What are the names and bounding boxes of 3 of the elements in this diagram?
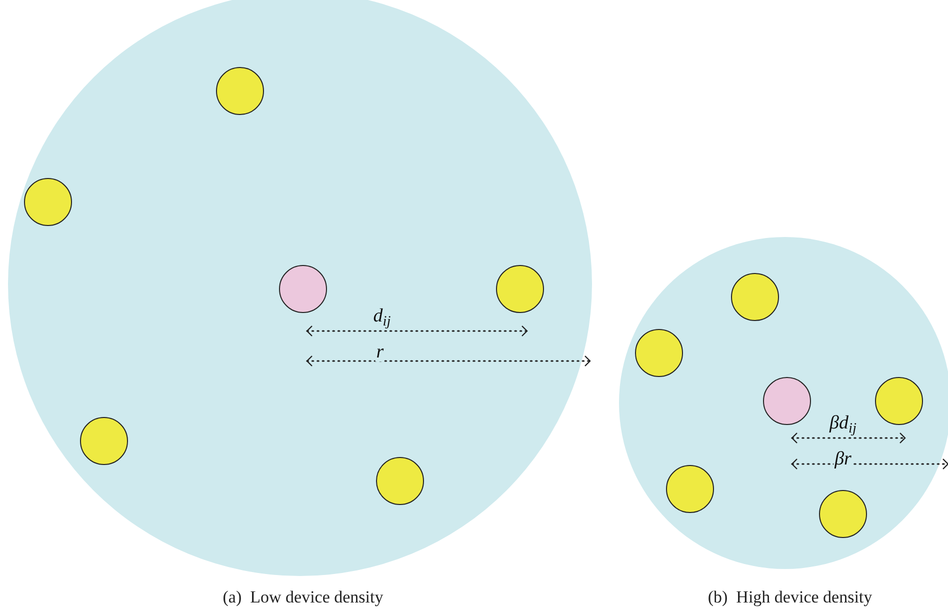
caption: (a) Low device density [222, 588, 384, 606]
dimension-label: βr [834, 450, 852, 468]
caption: (b) High device density [708, 588, 872, 606]
